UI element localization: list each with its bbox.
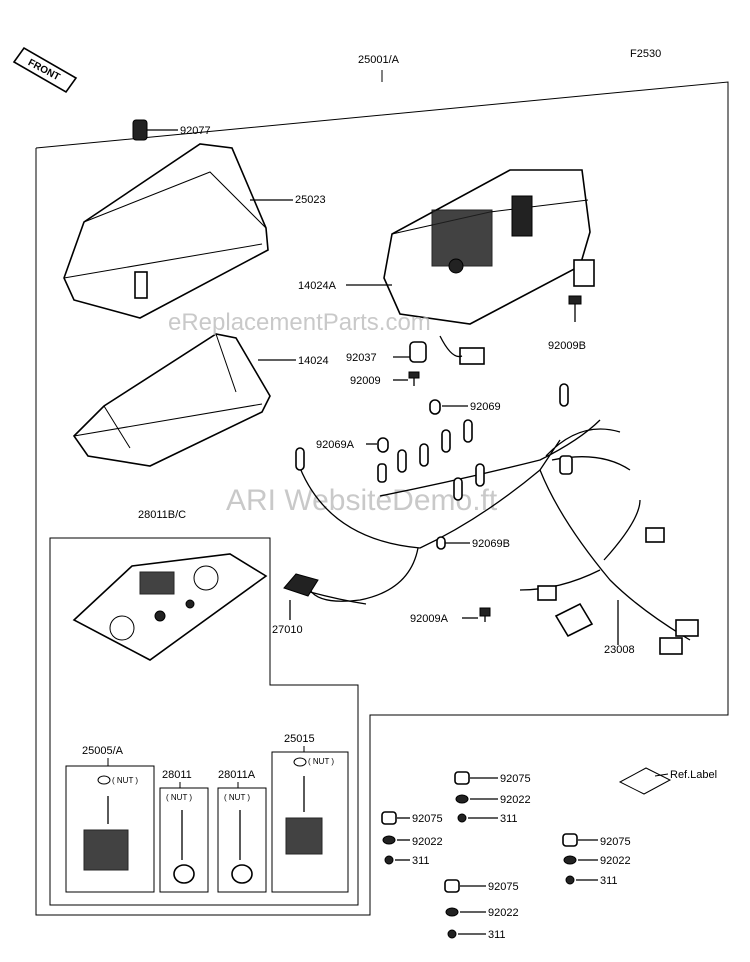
hardware-4-311: 311: [488, 929, 506, 941]
watermark-top: eReplacementParts.com: [168, 309, 431, 336]
grommet-92069-icon: [429, 399, 468, 415]
hardware-3-311: 311: [600, 875, 618, 887]
screw-92009B-icon: [568, 295, 582, 322]
part-25015: 25015: [284, 733, 315, 745]
ref-label: Ref.Label: [670, 769, 717, 781]
meter-panel-icon: [72, 553, 268, 661]
meter-cover-icon: [63, 143, 293, 319]
watermark-middle: ARI WebsiteDemo.ft: [226, 484, 498, 517]
part-28011: 28011: [162, 769, 192, 781]
screw-92009A-icon: [479, 607, 491, 622]
hardware-1-311: 311: [500, 813, 518, 825]
part-25005A: 25005/A: [82, 745, 124, 757]
hardware-group-3: 92075 92022 311: [562, 833, 631, 887]
hardware-2-311: 311: [412, 855, 430, 867]
hardware-3-92075: 92075: [600, 836, 631, 848]
hardware-group-2: 92075 92022 311: [381, 811, 443, 867]
switch-25015-group: 25015 ( NUT ): [271, 733, 349, 893]
switch-28011-group: 28011 ( NUT ): [159, 769, 209, 893]
hardware-group-1: 92075 92022 311: [454, 771, 531, 825]
part-92069B: 92069B: [472, 538, 510, 550]
part-28011A: 28011A: [218, 769, 256, 781]
nut-label-3: ( NUT ): [224, 793, 250, 802]
part-92009: 92009: [350, 375, 381, 387]
hardware-4-92022: 92022: [488, 907, 519, 919]
part-28011BC: 28011B/C: [138, 509, 186, 521]
part-92037: 92037: [346, 352, 377, 364]
wiring-harness-icon: [295, 383, 699, 655]
hardware-2-92075: 92075: [412, 813, 443, 825]
assembly-label: 25001/A: [358, 54, 400, 66]
bulb-92077-icon: [132, 119, 178, 141]
hardware-4-92075: 92075: [488, 881, 519, 893]
grommet-92069A-icon: [366, 437, 389, 453]
front-arrow-icon: FRONT: [12, 46, 78, 94]
part-92069: 92069: [470, 401, 501, 413]
figure-code: F2530: [630, 48, 661, 60]
ref-label-icon: [618, 767, 672, 795]
hardware-1-92075: 92075: [500, 773, 531, 785]
hardware-2-92022: 92022: [412, 836, 443, 848]
hardware-3-92022: 92022: [600, 855, 631, 867]
part-27010: 27010: [272, 624, 303, 636]
sensor-27010-icon: [283, 573, 367, 620]
nut-label-2: ( NUT ): [166, 793, 192, 802]
screw-92009-icon: [408, 371, 420, 386]
part-92077: 92077: [180, 125, 211, 137]
nut-label-4: ( NUT ): [308, 757, 334, 766]
grommet-92069B-icon: [436, 536, 446, 550]
hardware-1-92022: 92022: [500, 794, 531, 806]
part-23008: 23008: [604, 644, 635, 656]
assembly-outline: [35, 70, 729, 916]
part-92009A: 92009A: [410, 613, 449, 625]
hardware-group-4: 92075 92022 311: [444, 879, 519, 941]
meter-case-icon: [383, 169, 595, 365]
meter-housing-icon: [72, 333, 296, 467]
part-92069A: 92069A: [316, 439, 355, 451]
part-14024: 14024: [298, 355, 329, 367]
switch-25005A-group: 25005/A ( NUT ): [65, 745, 155, 893]
panel-group-outline: [49, 537, 359, 906]
part-14024A: 14024A: [298, 280, 337, 292]
part-92009B: 92009B: [548, 340, 586, 352]
switch-28011A-group: 28011A ( NUT ): [217, 769, 267, 893]
part-25023: 25023: [295, 194, 326, 206]
nut-label-1: ( NUT ): [112, 776, 138, 785]
